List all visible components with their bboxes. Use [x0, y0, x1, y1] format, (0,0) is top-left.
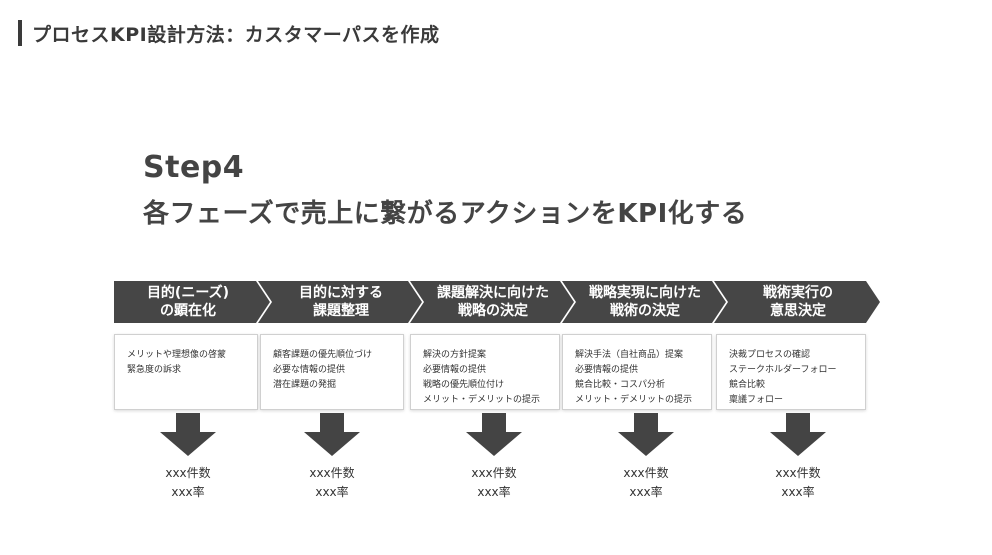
card-item: メリットや理想像の啓蒙	[127, 350, 227, 360]
phase-5-label: 戦術実行の 意思決定	[763, 285, 833, 319]
phase-2-label: 目的に対する 課題整理	[299, 285, 383, 319]
card-item: 必要情報の提供	[575, 365, 639, 375]
kpi-count: xxx件数	[471, 466, 517, 480]
phase-3-kpis: xxx件数 xxx率	[439, 464, 549, 502]
phase-1-card: メリットや理想像の啓蒙 緊急度の訴求	[114, 334, 258, 410]
step-label: Step4	[143, 150, 245, 185]
card-item: 戦略の優先順位付け	[423, 380, 505, 390]
kpi-rate: xxx率	[315, 485, 349, 499]
phase-2-kpis: xxx件数 xxx率	[277, 464, 387, 502]
kpi-count: xxx件数	[623, 466, 669, 480]
phase-4-label: 戦略実現に向けた 戦術の決定	[589, 285, 701, 319]
phase-3-label: 課題解決に向けた 戦略の決定	[437, 285, 549, 319]
kpi-rate: xxx率	[781, 485, 815, 499]
card-item: 必要な情報の提供	[273, 365, 346, 375]
down-arrow-icon	[160, 413, 216, 456]
card-item: ステークホルダーフォロー	[729, 365, 837, 375]
kpi-count: xxx件数	[165, 466, 211, 480]
down-arrow-icon	[770, 413, 826, 456]
card-item: 顧客課題の優先順位づけ	[273, 350, 373, 360]
card-item: 競合比較・コスパ分析	[575, 380, 666, 390]
phase-3-card: 解決の方針提案 必要情報の提供 戦略の優先順位付け メリット・デメリットの提示	[410, 334, 560, 410]
down-arrow-icon	[618, 413, 674, 456]
card-item: 稟議フォロー	[729, 395, 784, 405]
page-title-text: プロセスKPI設計方法：カスタマーパスを作成	[32, 23, 440, 46]
phase-1-label: 目的(ニーズ) の顕在化	[146, 285, 230, 319]
card-item: 解決の方針提案	[423, 350, 487, 360]
down-arrow-icon	[466, 413, 522, 456]
phase-4-kpis: xxx件数 xxx率	[591, 464, 701, 502]
down-arrow-icon	[304, 413, 360, 456]
card-item: メリット・デメリットの提示	[423, 395, 541, 405]
phase-5-kpis: xxx件数 xxx率	[743, 464, 853, 502]
kpi-count: xxx件数	[775, 466, 821, 480]
kpi-rate: xxx率	[171, 485, 205, 499]
card-item: 緊急度の訴求	[127, 365, 182, 375]
card-item: メリット・デメリットの提示	[575, 395, 693, 405]
card-item: 決裁プロセスの確認	[729, 350, 811, 360]
card-item: 解決手法（自社商品）提案	[575, 350, 684, 360]
phase-1-kpis: xxx件数 xxx率	[133, 464, 243, 502]
kpi-count: xxx件数	[309, 466, 355, 480]
page-title: プロセスKPI設計方法：カスタマーパスを作成	[18, 20, 440, 46]
phase-2-card: 顧客課題の優先順位づけ 必要な情報の提供 潜在課題の発掘	[260, 334, 404, 410]
headline: 各フェーズで売上に繋がるアクションをKPI化する	[143, 199, 748, 229]
phase-4-card: 解決手法（自社商品）提案 必要情報の提供 競合比較・コスパ分析 メリット・デメリ…	[562, 334, 712, 410]
card-item: 潜在課題の発掘	[273, 380, 337, 390]
card-item: 競合比較	[729, 380, 766, 390]
title-accent-bar	[18, 20, 22, 46]
kpi-rate: xxx率	[629, 485, 663, 499]
phase-5-card: 決裁プロセスの確認 ステークホルダーフォロー 競合比較 稟議フォロー	[716, 334, 866, 410]
card-item: 必要情報の提供	[423, 365, 487, 375]
kpi-rate: xxx率	[477, 485, 511, 499]
